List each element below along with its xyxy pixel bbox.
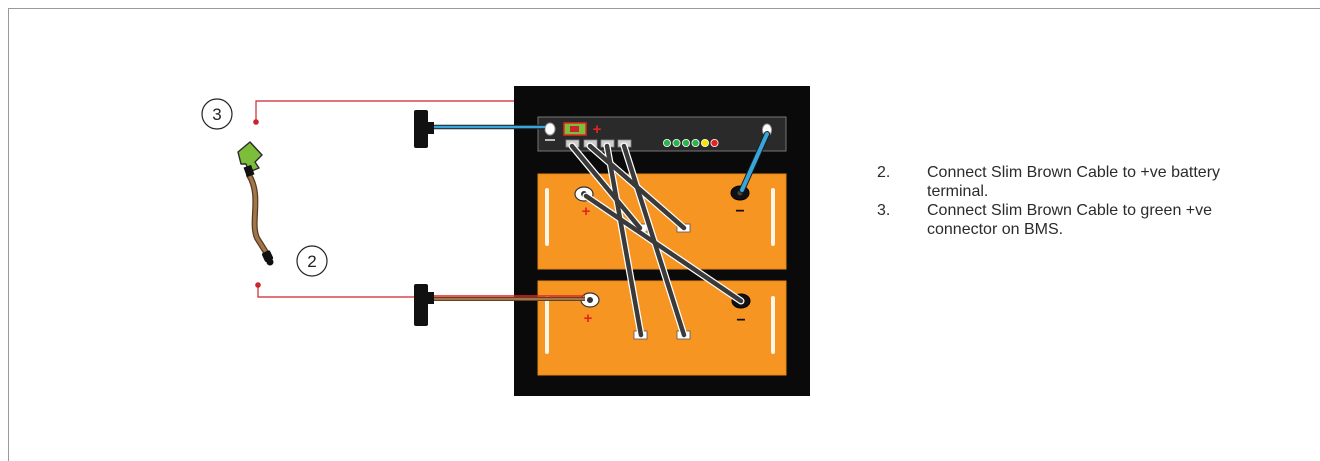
instruction-text: Connect Slim Brown Cable to +ve battery … — [927, 164, 1221, 200]
bms-led-5 — [701, 138, 710, 147]
battery-top-negative-symbol: − — [735, 203, 744, 220]
bms-unit: + — [537, 116, 787, 152]
instruction-text: Connect Slim Brown Cable to green +ve co… — [927, 202, 1213, 238]
instruction-list: 2. Connect Slim Brown Cable to +ve batte… — [877, 163, 1257, 239]
figure-frame — [8, 8, 1320, 461]
instruction-number: 3. — [877, 202, 891, 219]
bms-led-3 — [682, 138, 691, 147]
battery-bottom-positive-terminal-icon — [580, 292, 600, 308]
battery-bottom-positive-symbol: + — [584, 310, 593, 327]
blue-negative-cable — [739, 131, 770, 193]
leader-dot-bottom — [255, 282, 261, 288]
battery-top-positive-symbol: + — [582, 203, 591, 220]
bms-battery-cables — [568, 142, 745, 339]
instruction-item: 3. Connect Slim Brown Cable to green +ve… — [877, 201, 1257, 239]
callout-3: 3 — [201, 98, 233, 130]
callout-2: 2 — [296, 245, 328, 277]
leader-dot-top — [253, 119, 259, 125]
callout-3-number: 3 — [212, 105, 221, 124]
slim-brown-cable — [237, 141, 274, 266]
instruction-number: 2. — [877, 164, 891, 181]
green-connector-icon — [237, 141, 263, 178]
top-grommet — [414, 110, 428, 148]
top-grommet-cable — [414, 110, 545, 148]
bms-status-leds — [663, 138, 719, 147]
bms-led-2 — [672, 138, 681, 147]
battery-bottom: + − — [537, 280, 787, 376]
battery-bottom-negative-symbol: − — [736, 312, 745, 329]
ring-terminal-icon — [262, 250, 274, 266]
bms-led-1 — [663, 138, 672, 147]
bottom-grommet-cable — [414, 284, 585, 326]
bms-positive-symbol: + — [593, 121, 602, 138]
leader-line-bottom — [257, 285, 418, 298]
instruction-item: 2. Connect Slim Brown Cable to +ve batte… — [877, 163, 1257, 201]
bms-led-6 — [710, 138, 719, 147]
callout-2-number: 2 — [307, 252, 316, 271]
bottom-grommet — [414, 284, 428, 326]
bms-led-4 — [691, 138, 700, 147]
